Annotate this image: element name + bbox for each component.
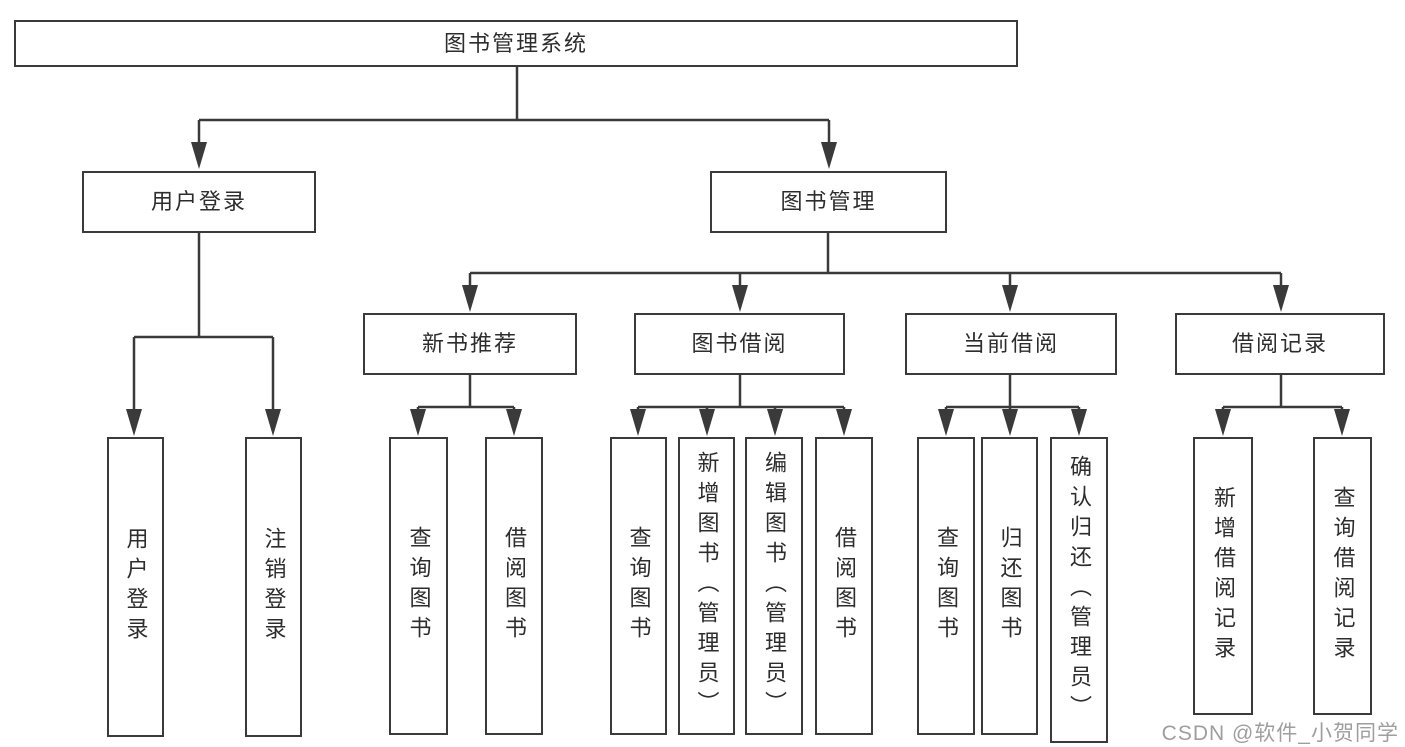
node-user-login: 用户登录	[82, 171, 316, 233]
node-leaf-user-login: 用户登录	[107, 437, 164, 737]
node-library-management-system: 图书管理系统	[14, 20, 1018, 67]
arrow-icon	[462, 285, 478, 312]
node-current-borrowing: 当前借阅	[905, 313, 1117, 375]
arrow-icon	[506, 409, 522, 436]
node-new-book-recommendation: 新书推荐	[363, 313, 577, 375]
arrow-icon	[1334, 409, 1350, 436]
node-leaf-borrow-books: 借阅图书	[485, 437, 543, 735]
arrow-icon	[265, 409, 281, 436]
arrow-icon	[1215, 409, 1231, 436]
arrow-icon	[410, 409, 426, 436]
arrow-icon	[1273, 285, 1289, 312]
node-leaf-borrow-books: 借阅图书	[815, 437, 873, 735]
arrow-icon	[630, 409, 646, 436]
node-leaf-edit-books-admin: 编辑图书（管理员）	[745, 437, 803, 735]
arrow-icon	[938, 409, 954, 436]
node-book-borrowing: 图书借阅	[634, 313, 845, 375]
node-borrowing-records: 借阅记录	[1175, 313, 1385, 375]
arrowheads	[126, 142, 1350, 436]
node-leaf-logout: 注销登录	[245, 437, 302, 737]
node-leaf-query-borrow-record: 查询借阅记录	[1313, 437, 1372, 715]
node-leaf-query-books: 查询图书	[610, 437, 667, 735]
node-leaf-return-books: 归还图书	[981, 437, 1038, 735]
arrow-icon	[836, 409, 852, 436]
arrow-icon	[1002, 409, 1018, 436]
node-leaf-query-books: 查询图书	[389, 437, 448, 735]
arrow-icon	[767, 409, 783, 436]
node-book-management: 图书管理	[710, 171, 947, 233]
node-leaf-query-books: 查询图书	[917, 437, 975, 735]
arrow-icon	[821, 142, 837, 169]
arrow-icon	[126, 409, 142, 436]
arrow-icon	[191, 142, 207, 169]
arrow-icon	[1071, 409, 1087, 436]
arrow-icon	[732, 285, 748, 312]
arrow-icon	[1002, 285, 1018, 312]
node-leaf-confirm-return-admin: 确认归还（管理员）	[1050, 437, 1108, 743]
node-leaf-add-borrow-record: 新增借阅记录	[1193, 437, 1253, 715]
arrow-icon	[699, 409, 715, 436]
csdn-watermark: CSDN @软件_小贺同学	[1161, 722, 1399, 745]
node-leaf-add-books-admin: 新增图书（管理员）	[678, 437, 735, 735]
